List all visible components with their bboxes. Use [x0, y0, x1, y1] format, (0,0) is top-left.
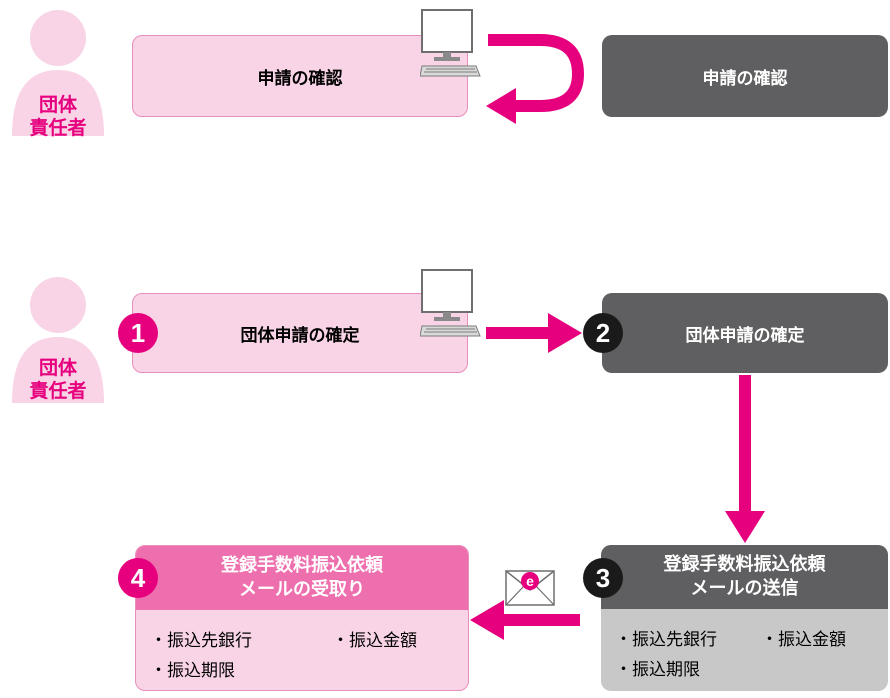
arrow-right	[486, 313, 582, 353]
step4-number-badge: 4	[118, 558, 158, 598]
person-bottom: 団体 責任者	[8, 275, 108, 405]
step4-title: 登録手数料振込依頼 メールの受取り	[136, 546, 468, 610]
person-role: 団体 責任者	[29, 357, 87, 402]
mail-icon: e	[505, 570, 555, 606]
step3-item-deadline: ・振込期限	[615, 660, 700, 680]
mail-icon-letter: e	[526, 573, 534, 589]
confirm-application-user-box: 申請の確認	[132, 35, 468, 117]
step2-box: 団体申請の確定	[602, 293, 888, 373]
step3-number-badge: 3	[583, 558, 623, 598]
return-arrow	[486, 34, 585, 124]
person-icon	[12, 277, 104, 403]
step4-item-bank: ・振込先銀行	[150, 631, 252, 651]
step3-item-bank: ・振込先銀行	[615, 630, 717, 650]
confirm-application-system-box: 申請の確認	[602, 35, 888, 117]
person-icon	[12, 10, 104, 136]
step1-box: 団体申請の確定	[132, 293, 468, 373]
step2-number-badge: 2	[583, 313, 623, 353]
step1-number-badge: 1	[118, 313, 158, 353]
arrow-left	[470, 600, 580, 640]
step3-title: 登録手数料振込依頼 メールの送信	[601, 545, 888, 609]
step4-item-amount: ・振込金額	[332, 631, 417, 651]
person-top: 団体 責任者	[8, 8, 108, 139]
arrow-down	[725, 375, 765, 543]
computer-icon	[420, 269, 481, 337]
step4-item-deadline: ・振込期限	[150, 661, 235, 681]
step3-item-amount: ・振込金額	[761, 630, 846, 650]
step4-card: 登録手数料振込依頼 メールの受取り ・振込先銀行 ・振込金額 ・振込期限	[135, 545, 469, 691]
person-role: 団体 責任者	[29, 94, 87, 139]
step3-card: 登録手数料振込依頼 メールの送信 ・振込先銀行 ・振込金額 ・振込期限	[601, 545, 888, 691]
computer-icon	[420, 9, 481, 77]
